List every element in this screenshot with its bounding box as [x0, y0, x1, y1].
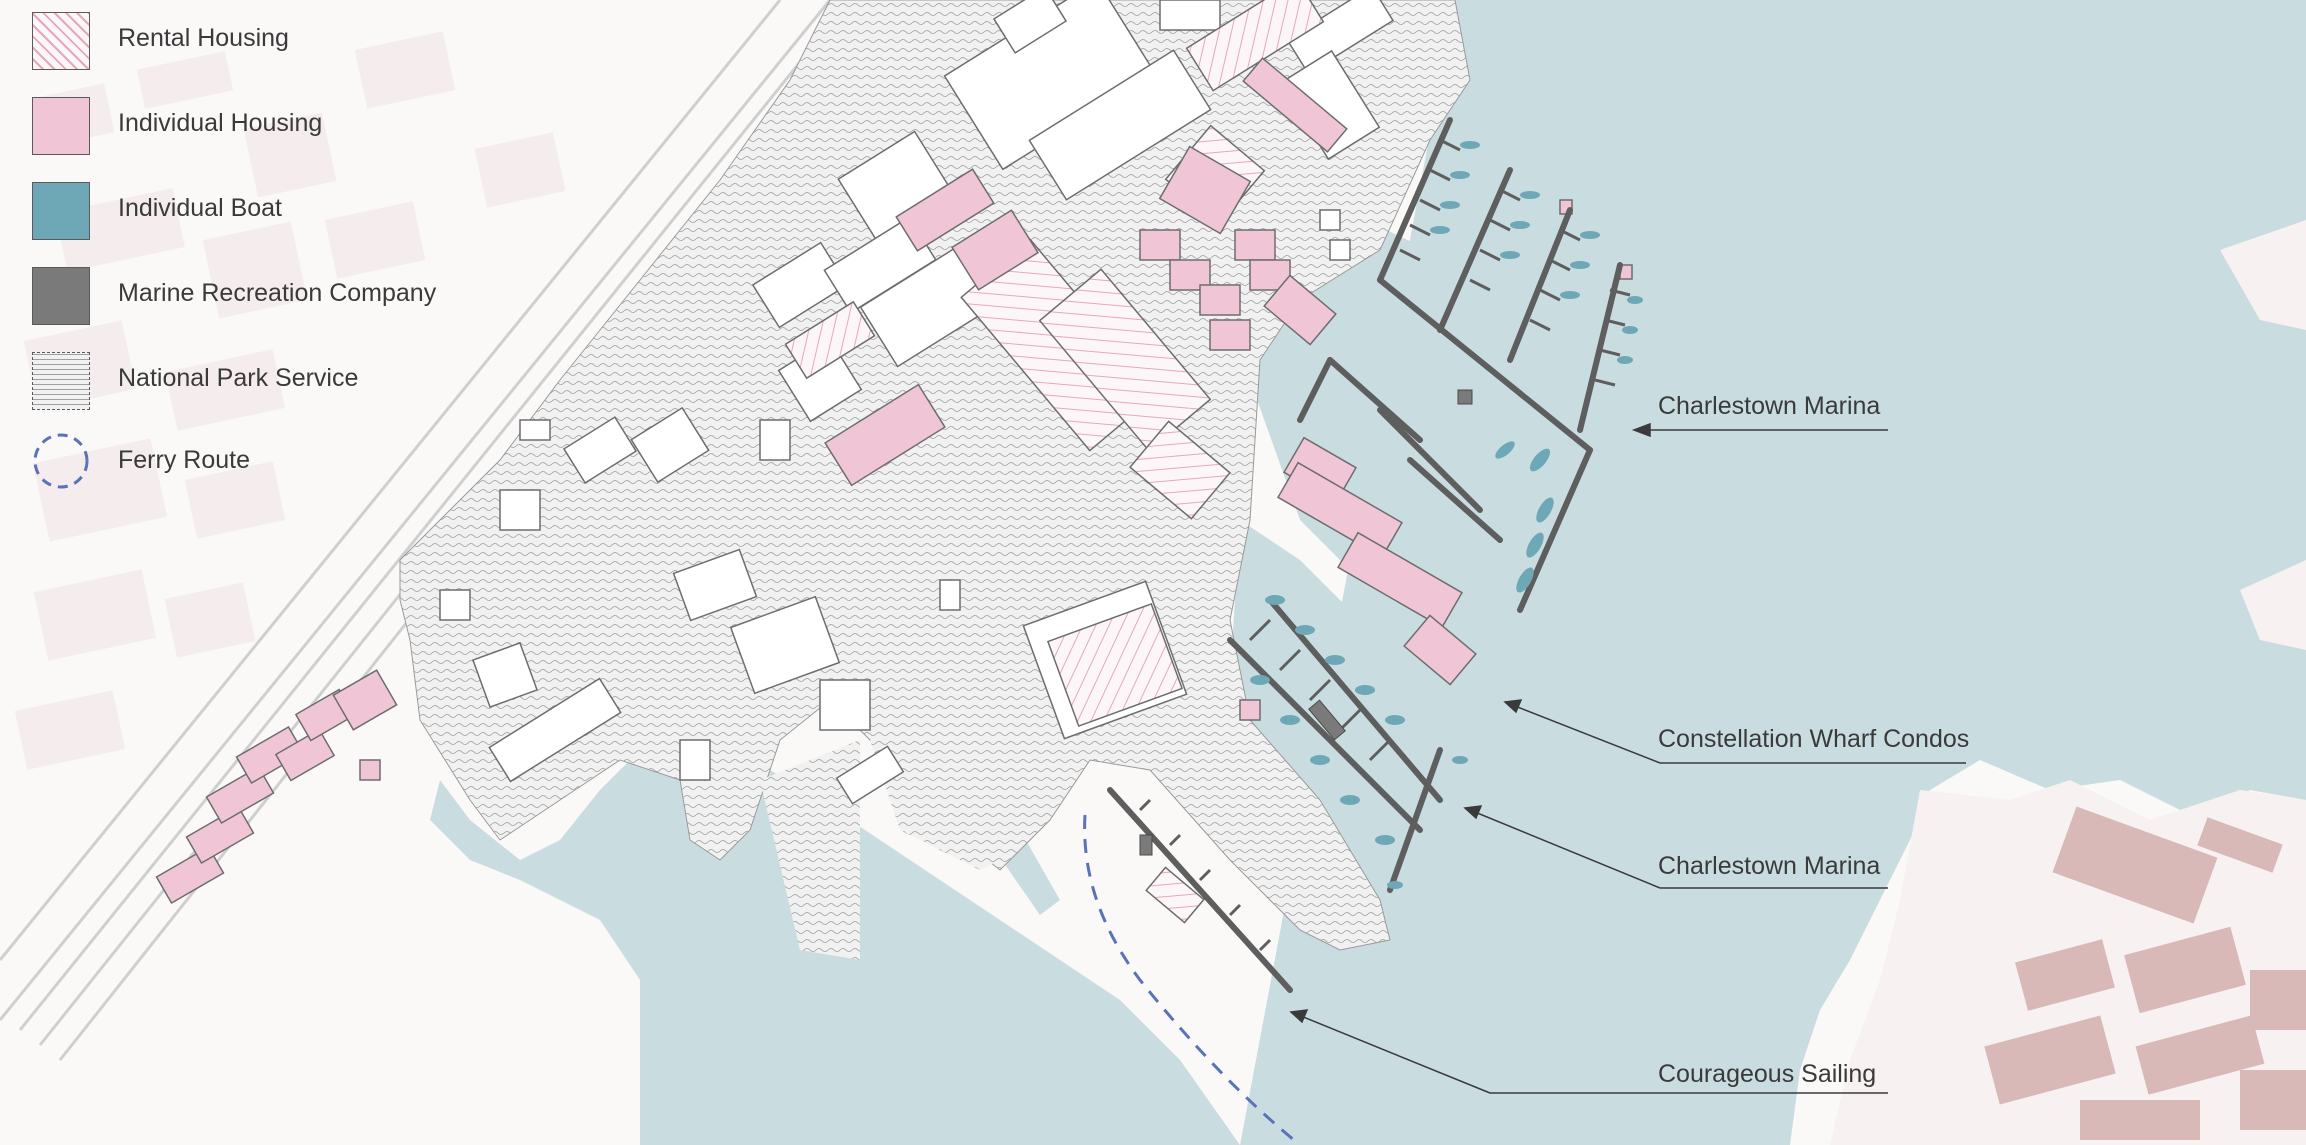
legend-item-individual-housing: Individual Housing [32, 97, 482, 155]
land-right [1830, 220, 2306, 1145]
legend-label: Rental Housing [118, 24, 289, 52]
callout-constellation-wharf-condos: Constellation Wharf Condos [1658, 725, 1970, 753]
callout-courageous-sailing: Courageous Sailing [1658, 1060, 1877, 1088]
individual-housing [155, 57, 1633, 905]
legend-item-ferry-route: Ferry Route [32, 432, 482, 490]
marine-recreation-company-swatch [32, 267, 90, 325]
legend-label: Individual Housing [118, 109, 323, 137]
marina-slips [1138, 138, 1631, 952]
legend-label: Ferry Route [118, 446, 250, 474]
callout-leaders [1289, 422, 1966, 1094]
legend-label: National Park Service [118, 364, 359, 392]
legend-item-rental-housing: Rental Housing [32, 12, 482, 70]
ferry-route-swatch [33, 433, 89, 489]
marina-piers [1107, 117, 1623, 993]
callout-charlestown-marina-north: Charlestown Marina [1658, 392, 1881, 420]
individual-boat-swatch [32, 182, 90, 240]
legend-item-individual-boat: Individual Boat [32, 182, 482, 240]
national-park-service-swatch [32, 352, 90, 410]
legend-label: Marine Recreation Company [118, 279, 437, 307]
nps-buildings [439, 0, 1395, 805]
marine-recreation-company [1139, 389, 1473, 856]
ferry-route [1083, 814, 1301, 1145]
individual-boats [1250, 141, 1643, 889]
individual-housing-swatch [32, 97, 90, 155]
legend-item-marine-recreation-company: Marine Recreation Company [32, 267, 482, 325]
legend-label: Individual Boat [118, 194, 283, 222]
legend-item-national-park-service: National Park Service [32, 352, 482, 410]
rental-housing-swatch [32, 12, 90, 70]
callout-charlestown-marina-south: Charlestown Marina [1658, 852, 1881, 880]
